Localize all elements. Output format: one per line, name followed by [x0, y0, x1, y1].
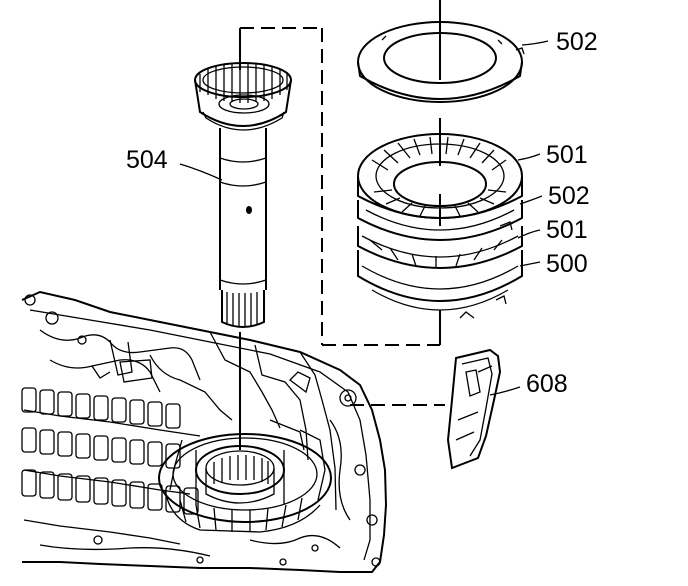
- valve-bores-upper: [21, 387, 181, 429]
- callout-501-lower: 501: [546, 216, 588, 244]
- input-shaft-504: [194, 62, 292, 328]
- clutch-hub: [158, 429, 332, 533]
- clutch-plate-502-mid: [357, 200, 523, 241]
- friction-plate-501-lower: [357, 226, 523, 269]
- callout-504: 504: [126, 146, 168, 174]
- leader-lines: [179, 40, 549, 396]
- callout-501-upper: 501: [546, 141, 588, 169]
- backing-plate-500: [357, 250, 523, 319]
- part-608: [446, 348, 502, 470]
- callout-608: 608: [526, 370, 568, 398]
- callout-502-top: 502: [556, 28, 598, 56]
- callout-502-mid: 502: [548, 182, 590, 210]
- callout-500: 500: [546, 250, 588, 278]
- transmission-case: [21, 290, 388, 573]
- assembly-lines: [239, 0, 445, 450]
- valve-bores-middle: [21, 427, 181, 469]
